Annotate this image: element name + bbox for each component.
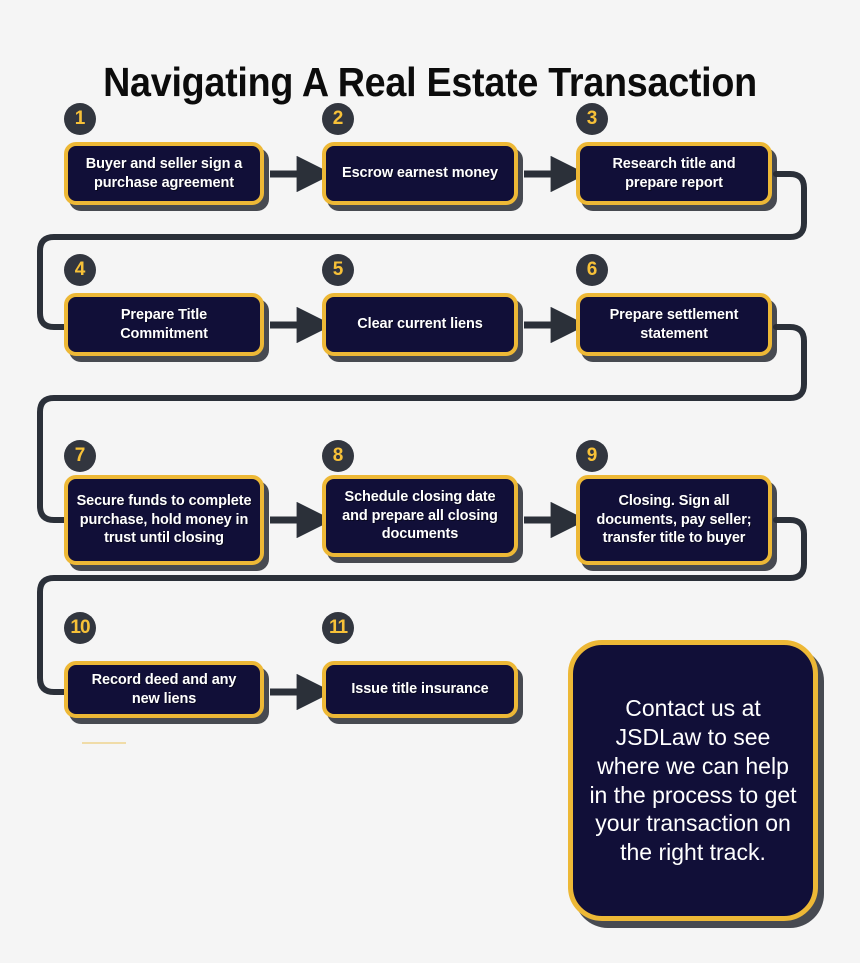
step-box-9[interactable]: Closing. Sign all documents, pay seller;… (576, 475, 772, 565)
step-badge-10: 10 (64, 612, 96, 644)
step-badge-3: 3 (576, 103, 608, 135)
step-box-7[interactable]: Secure funds to complete purchase, hold … (64, 475, 264, 565)
step-label-10: Record deed and any new liens (91, 671, 237, 707)
step-badge-9: 9 (576, 440, 608, 472)
step-label-7: Secure funds to complete purchase, hold … (76, 492, 252, 547)
step-badge-11: 11 (322, 612, 354, 644)
step-badge-7: 7 (64, 440, 96, 472)
step-label-3: Research title and prepare report (612, 155, 736, 191)
step-badge-4: 4 (64, 254, 96, 286)
decorative-rule (82, 742, 126, 744)
step-label-8: Schedule closing date and prepare all cl… (342, 488, 498, 543)
step-box-8[interactable]: Schedule closing date and prepare all cl… (322, 475, 518, 557)
step-box-6[interactable]: Prepare settlement statement (576, 293, 772, 356)
step-label-9: Closing. Sign all documents, pay seller;… (596, 492, 752, 547)
step-label-6: Prepare settlement statement (609, 306, 739, 342)
step-badge-5: 5 (322, 254, 354, 286)
step-label-1: Buyer and seller sign a purchase agreeme… (85, 155, 243, 191)
step-box-10[interactable]: Record deed and any new liens (64, 661, 264, 718)
step-box-11[interactable]: Issue title insurance (322, 661, 518, 718)
step-badge-2: 2 (322, 103, 354, 135)
step-label-11: Issue title insurance (351, 681, 489, 698)
contact-text: Contact us at JSDLaw to see where we can… (589, 694, 797, 866)
step-label-4: Prepare Title Commitment (120, 306, 208, 342)
step-badge-6: 6 (576, 254, 608, 286)
step-box-4[interactable]: Prepare Title Commitment (64, 293, 264, 356)
page-title: Navigating A Real Estate Transaction (103, 59, 757, 106)
step-badge-8: 8 (322, 440, 354, 472)
step-box-3[interactable]: Research title and prepare report (576, 142, 772, 205)
step-label-2: Escrow earnest money (342, 165, 498, 182)
step-box-2[interactable]: Escrow earnest money (322, 142, 518, 205)
step-box-1[interactable]: Buyer and seller sign a purchase agreeme… (64, 142, 264, 205)
contact-card[interactable]: Contact us at JSDLaw to see where we can… (568, 640, 818, 921)
step-box-5[interactable]: Clear current liens (322, 293, 518, 356)
step-label-5: Clear current liens (357, 316, 483, 333)
step-badge-1: 1 (64, 103, 96, 135)
